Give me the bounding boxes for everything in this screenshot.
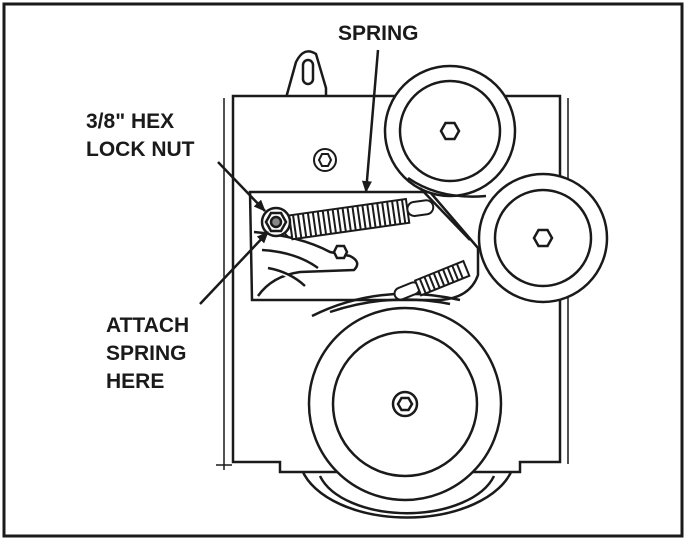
plate-hex-bolt: [313, 148, 337, 172]
small-spring: [393, 259, 471, 301]
attach-label-line1: ATTACH: [106, 314, 189, 337]
bottom-pulley: [307, 306, 503, 502]
lock-nut-label-line2: LOCK NUT: [86, 138, 195, 161]
main-spring: [281, 197, 435, 241]
spring-leader-arrow: [361, 49, 380, 193]
attach-label-line3: HERE: [106, 370, 164, 393]
spring-label: SPRING: [338, 22, 419, 45]
mounting-tab: [284, 50, 328, 100]
upper-pulley: [383, 64, 517, 198]
pulley-link: [407, 176, 487, 241]
hex-lock-nut: [260, 206, 292, 238]
center-pulley-arc: [311, 292, 461, 318]
right-pulley: [477, 172, 609, 304]
lock-nut-leader-arrow: [217, 161, 266, 212]
lock-nut-label-line1: 3/8" HEX: [86, 110, 174, 133]
attach-leader-arrow: [199, 231, 269, 305]
attach-label-line2: SPRING: [106, 342, 187, 365]
